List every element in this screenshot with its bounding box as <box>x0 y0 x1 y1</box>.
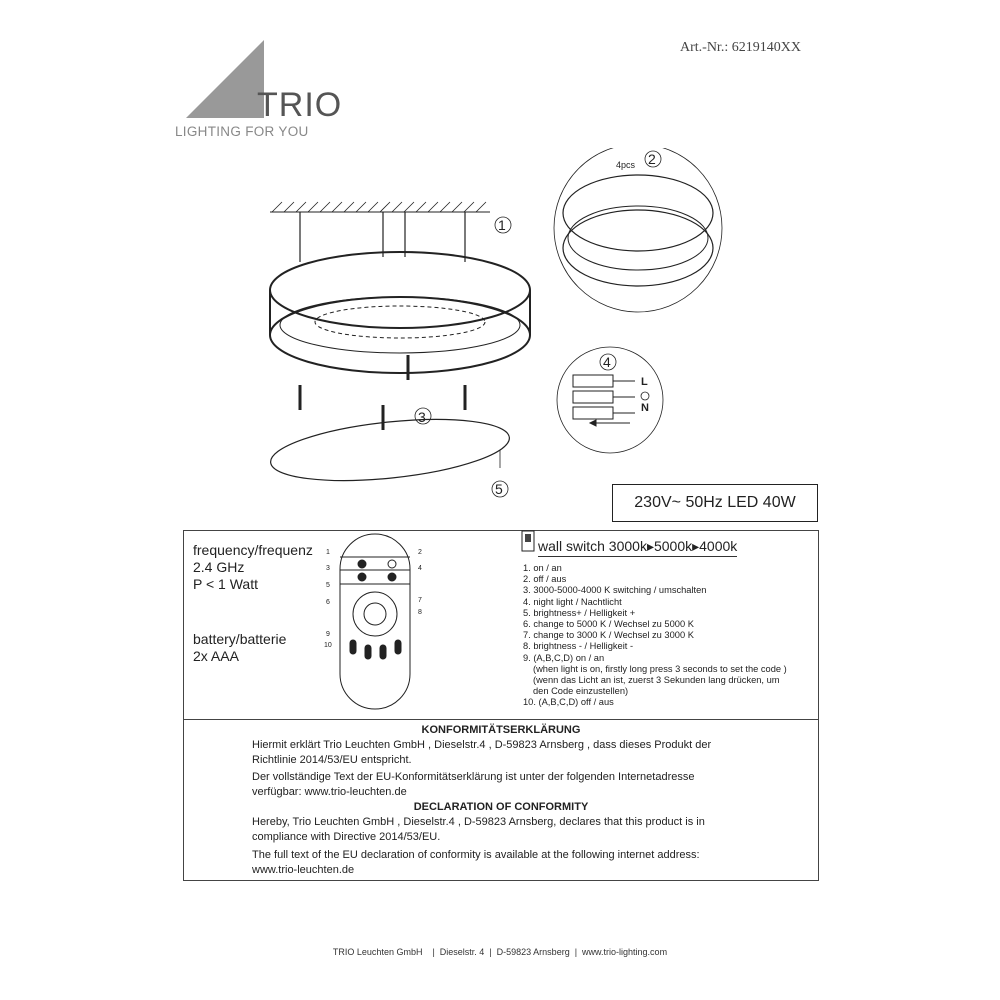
function-item: 10. (A,B,C,D) off / aus <box>523 697 614 708</box>
detail-4-wiring: L N 4 <box>556 346 664 454</box>
button-number-8: 8 <box>418 609 422 616</box>
step-3-label: 3 <box>418 409 426 425</box>
conformity-en-line: compliance with Directive 2014/53/EU. <box>252 831 441 843</box>
button-number-2: 2 <box>418 549 422 556</box>
button-number-10: 10 <box>324 642 332 649</box>
remote-functions-list: 1. on / an 2. off / aus 3. 3000-5000-400… <box>523 563 787 709</box>
step-1-label: 1 <box>498 217 506 233</box>
wall-switch-heading: wall switch 3000k▸5000k▸4000k <box>538 538 738 557</box>
function-item: 3. 3000-5000-4000 K switching / umschalt… <box>523 585 707 596</box>
function-item: (wenn das Licht an ist, zuerst 3 Sekunde… <box>533 675 780 686</box>
step-2-label: 2 <box>648 151 656 167</box>
button-number-3: 3 <box>326 565 330 572</box>
installation-diagram: 1 3 5 <box>269 201 531 498</box>
live-label: L <box>641 376 648 388</box>
screws-count-label: 4pcs <box>616 160 636 170</box>
battery-value: 2x AAA <box>193 648 239 664</box>
battery-info: battery/batterie 2x AAA <box>193 631 286 665</box>
conformity-title-en: DECLARATION OF CONFORMITY <box>413 801 589 813</box>
conformity-de-line: Richtlinie 2014/53/EU entspricht. <box>252 754 412 766</box>
function-item: den Code einzustellen) <box>533 686 629 697</box>
remote-control-diagram: 1 2 3 4 5 6 7 8 9 10 <box>324 533 422 710</box>
function-item: 8. brightness - / Helligkeit - <box>523 641 634 652</box>
function-item: 7. change to 3000 K / Wechsel zu 3000 K <box>523 630 694 641</box>
conformity-de-line: Hiermit erklärt Trio Leuchten GmbH , Die… <box>252 739 712 751</box>
button-number-6: 6 <box>326 599 330 606</box>
brand-tagline: LIGHTING FOR YOU <box>175 124 309 139</box>
conformity-en-line: Hereby, Trio Leuchten GmbH , Dieselstr.4… <box>252 816 705 828</box>
divider <box>183 719 819 720</box>
function-item: 5. brightness+ / Helligkeit + <box>523 607 636 618</box>
power-value: P < 1 Watt <box>193 576 258 592</box>
article-number: Art.-Nr.: 6219140XX <box>680 40 801 55</box>
function-item: 6. change to 5000 K / Wechsel zu 5000 K <box>523 619 694 630</box>
function-item: 4. night light / Nachtlicht <box>523 596 622 607</box>
conformity-en-line: www.trio-leuchten.de <box>252 864 355 876</box>
neutral-label: N <box>641 402 649 414</box>
conformity-title-de: KONFORMITÄTSERKLÄRUNG <box>421 724 581 736</box>
wall-switch-icon <box>521 530 535 552</box>
info-table <box>183 530 819 881</box>
ceiling-hatch <box>270 201 490 262</box>
button-number-5: 5 <box>326 582 330 589</box>
step-5-label: 5 <box>495 481 503 497</box>
frequency-info: frequency/frequenz 2.4 GHz P < 1 Watt <box>193 542 313 593</box>
button-number-1: 1 <box>326 549 330 556</box>
frequency-label: frequency/frequenz <box>193 542 313 558</box>
function-item: 1. on / an <box>523 563 562 573</box>
function-item: 2. off / aus <box>523 574 567 585</box>
button-number-7: 7 <box>418 597 422 604</box>
button-number-4: 4 <box>418 565 422 572</box>
conformity-de-line: Der vollständige Text der EU-Konformität… <box>252 771 695 783</box>
conformity-en-line: The full text of the EU declaration of c… <box>252 849 700 861</box>
function-item: 9. (A,B,C,D) on / an <box>523 652 605 663</box>
battery-label: battery/batterie <box>193 631 287 647</box>
function-item: (when light is on, firstly long press 3 … <box>533 663 787 674</box>
page-footer: TRIO Leuchten GmbH | Dieselstr. 4 | D-59… <box>332 947 668 957</box>
trio-logo-triangle <box>186 40 264 118</box>
frequency-value: 2.4 GHz <box>193 559 245 575</box>
detail-2-diagram: 4pcs 2 <box>553 148 723 313</box>
brand-logo: TRIO <box>257 86 343 124</box>
conformity-de-line: verfügbar: www.trio-leuchten.de <box>252 786 407 798</box>
step-4-label: 4 <box>603 354 611 370</box>
power-spec-box: 230V~ 50Hz LED 40W <box>612 484 818 522</box>
button-number-9: 9 <box>326 631 330 638</box>
